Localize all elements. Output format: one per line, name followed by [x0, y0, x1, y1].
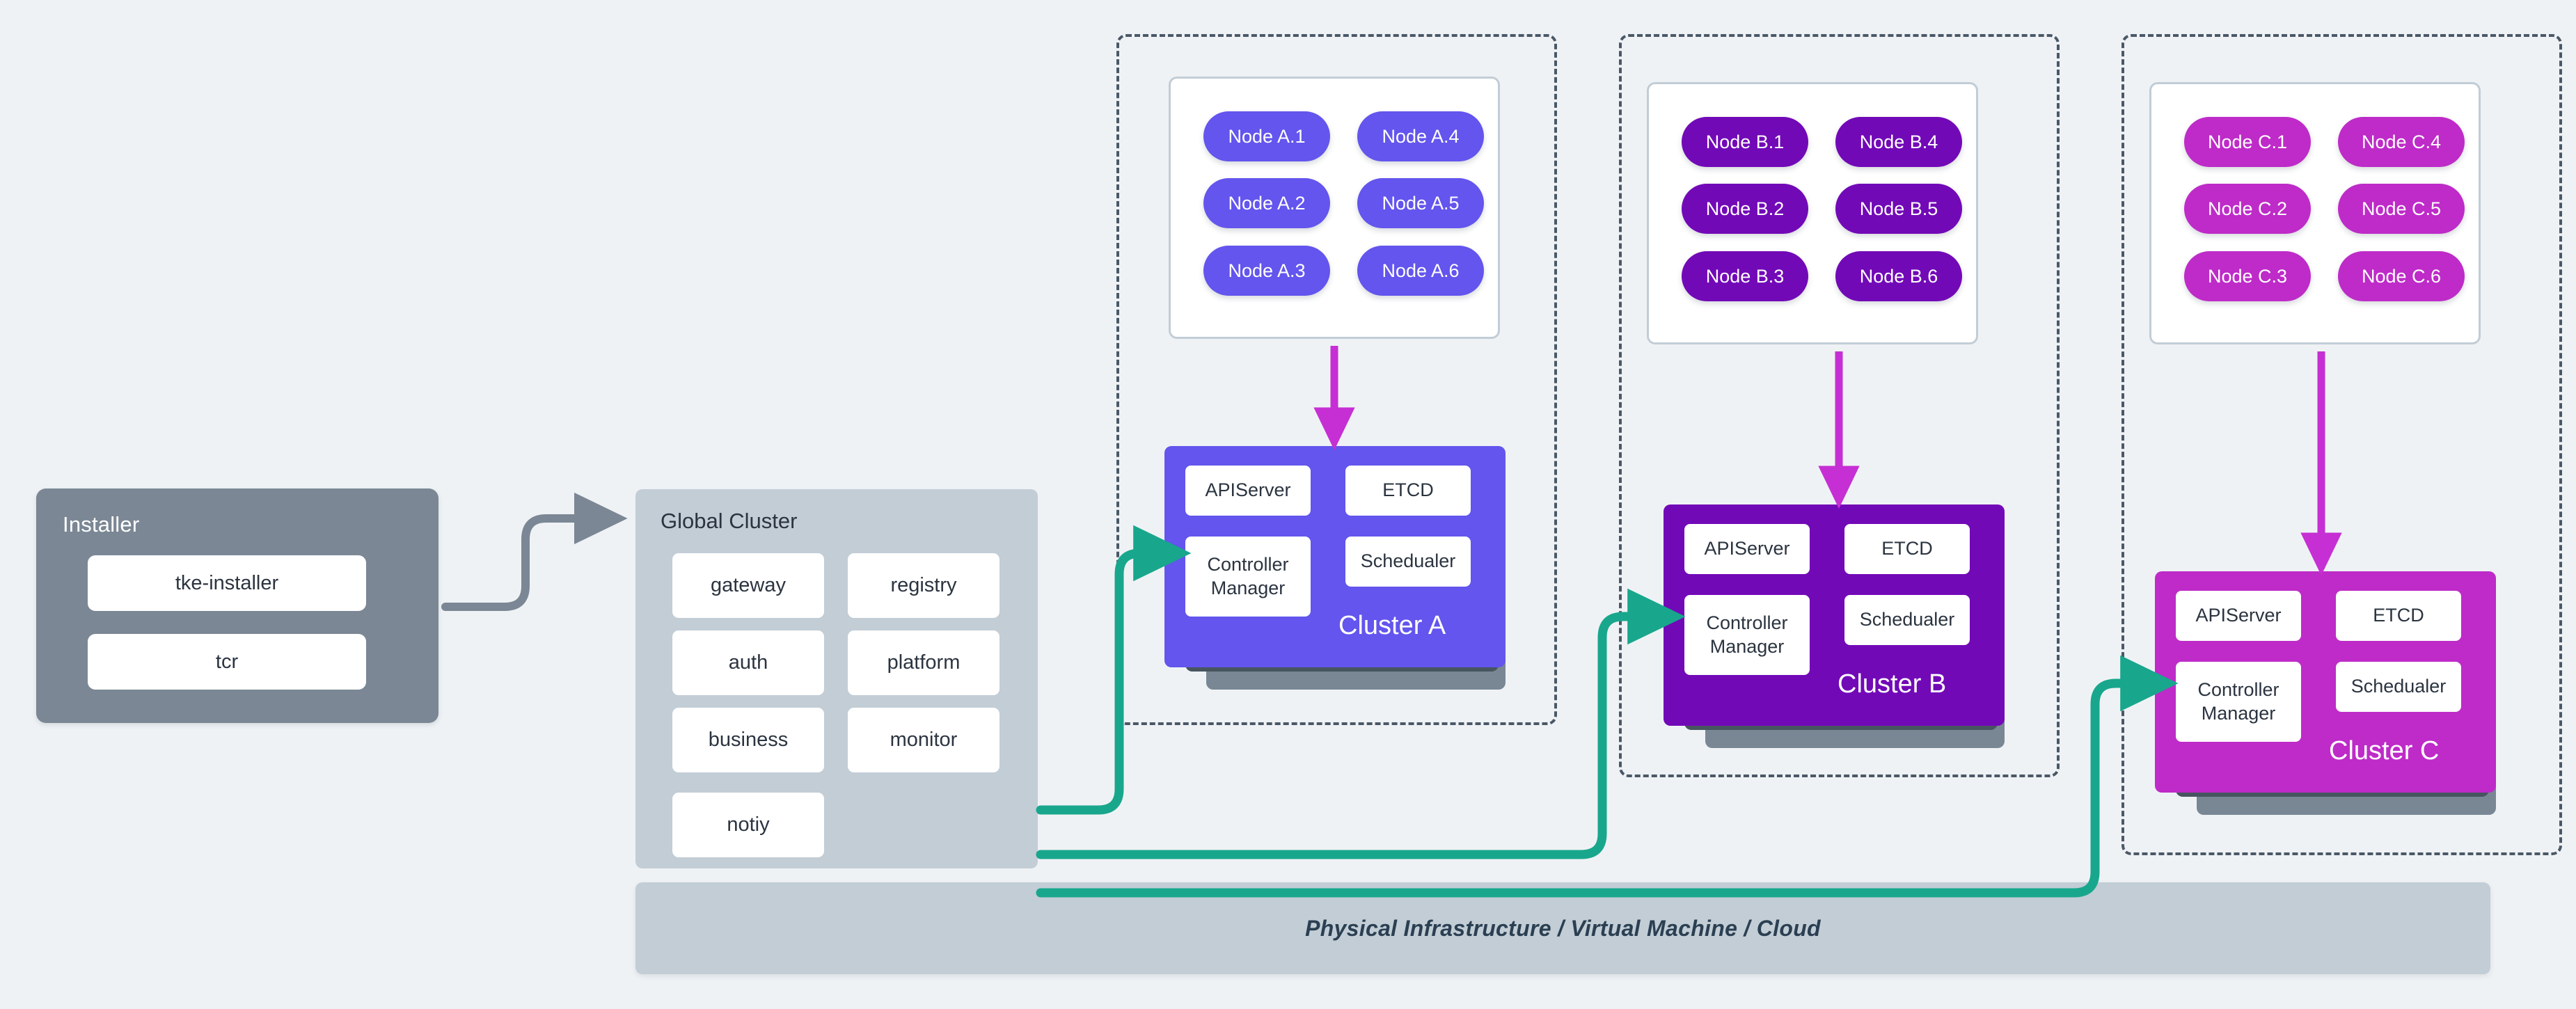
installer-panel: Installer tke-installer tcr [36, 488, 438, 723]
cp-c-scheduler[interactable]: Schedualer [2336, 662, 2461, 712]
node-pill-a6[interactable]: Node A.6 [1357, 246, 1484, 296]
node-pill-a5[interactable]: Node A.5 [1357, 178, 1484, 228]
control-plane-b: APIServer ETCD Controller Manager Schedu… [1664, 504, 2053, 748]
infrastructure-bar: Physical Infrastructure / Virtual Machin… [635, 882, 2490, 974]
node-pill-a1[interactable]: Node A.1 [1203, 111, 1330, 161]
cluster-region-c [2121, 34, 2562, 855]
global-cluster-title: Global Cluster [661, 509, 798, 533]
node-pill-b2[interactable]: Node B.2 [1682, 184, 1808, 234]
cp-c-controller-manager[interactable]: Controller Manager [2176, 662, 2301, 742]
cluster-b-name: Cluster B [1838, 669, 1947, 699]
cp-b-etcd[interactable]: ETCD [1844, 524, 1970, 574]
installer-item-tcr[interactable]: tcr [88, 634, 366, 690]
infrastructure-label: Physical Infrastructure / Virtual Machin… [1305, 915, 1821, 941]
global-item-business[interactable]: business [672, 708, 824, 772]
node-pill-b1[interactable]: Node B.1 [1682, 117, 1808, 167]
installer-title: Installer [63, 512, 140, 537]
cluster-c-name: Cluster C [2329, 736, 2440, 765]
node-card-a: Node A.1 Node A.2 Node A.3 Node A.4 Node… [1169, 77, 1500, 339]
node-pill-b3[interactable]: Node B.3 [1682, 251, 1808, 301]
node-pill-c2[interactable]: Node C.2 [2184, 184, 2311, 234]
node-pill-a4[interactable]: Node A.4 [1357, 111, 1484, 161]
global-item-registry[interactable]: registry [848, 553, 999, 618]
control-plane-c: APIServer ETCD Controller Manager Schedu… [2155, 571, 2545, 815]
link-installer-to-global [441, 492, 628, 611]
cp-a-etcd[interactable]: ETCD [1345, 466, 1471, 516]
node-card-b: Node B.1 Node B.2 Node B.3 Node B.4 Node… [1647, 82, 1978, 344]
node-card-c: Node C.1 Node C.2 Node C.3 Node C.4 Node… [2149, 82, 2481, 344]
control-plane-a: APIServer ETCD Controller Manager Schedu… [1164, 446, 1554, 690]
node-pill-a3[interactable]: Node A.3 [1203, 246, 1330, 296]
node-pill-c1[interactable]: Node C.1 [2184, 117, 2311, 167]
node-pill-b5[interactable]: Node B.5 [1835, 184, 1962, 234]
cp-a-controller-manager[interactable]: Controller Manager [1185, 537, 1311, 617]
global-cluster-panel: Global Cluster gateway registry auth pla… [635, 489, 1038, 868]
node-pill-c4[interactable]: Node C.4 [2338, 117, 2465, 167]
global-item-platform[interactable]: platform [848, 630, 999, 695]
cp-b-controller-manager[interactable]: Controller Manager [1684, 595, 1810, 675]
installer-item-tke-installer[interactable]: tke-installer [88, 555, 366, 611]
global-item-notiy[interactable]: notiy [672, 793, 824, 857]
cp-a-scheduler[interactable]: Schedualer [1345, 537, 1471, 587]
global-item-auth[interactable]: auth [672, 630, 824, 695]
node-pill-b4[interactable]: Node B.4 [1835, 117, 1962, 167]
node-pill-c3[interactable]: Node C.3 [2184, 251, 2311, 301]
cp-c-etcd[interactable]: ETCD [2336, 591, 2461, 641]
global-item-monitor[interactable]: monitor [848, 708, 999, 772]
cp-b-scheduler[interactable]: Schedualer [1844, 595, 1970, 645]
node-pill-c5[interactable]: Node C.5 [2338, 184, 2465, 234]
node-pill-c6[interactable]: Node C.6 [2338, 251, 2465, 301]
cp-b-apiserver[interactable]: APIServer [1684, 524, 1810, 574]
cluster-a-name: Cluster A [1338, 611, 1446, 640]
node-pill-a2[interactable]: Node A.2 [1203, 178, 1330, 228]
node-pill-b6[interactable]: Node B.6 [1835, 251, 1962, 301]
cp-c-apiserver[interactable]: APIServer [2176, 591, 2301, 641]
cp-a-apiserver[interactable]: APIServer [1185, 466, 1311, 516]
global-item-gateway[interactable]: gateway [672, 553, 824, 618]
